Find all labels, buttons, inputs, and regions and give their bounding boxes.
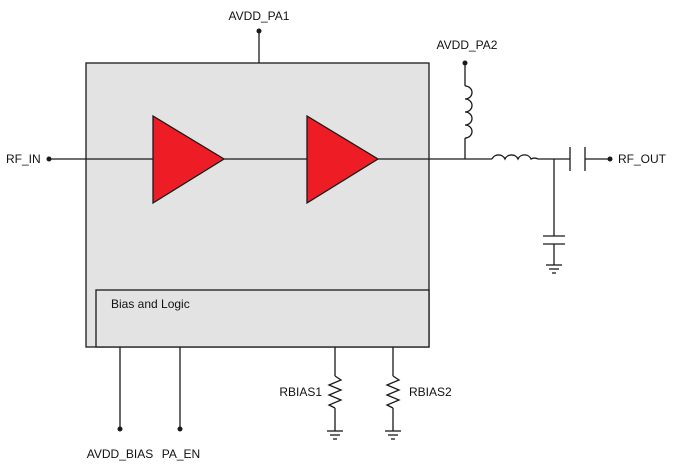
avdd-pa2-label: AVDD_PA2 (437, 38, 498, 52)
rbias1-ground-icon (327, 430, 343, 440)
rf-out-label: RF_OUT (618, 152, 667, 166)
rbias2-label: RBIAS2 (409, 385, 452, 399)
avdd-bias-label: AVDD_BIAS (87, 447, 153, 461)
rf-out-pin-dot (607, 156, 613, 162)
series-inductor (491, 154, 539, 161)
avdd-pa1-label: AVDD_PA1 (229, 9, 290, 23)
pa-en-label: PA_EN (162, 447, 200, 461)
pa-en-pin-dot (177, 426, 183, 432)
bias-logic-label: Bias and Logic (111, 297, 190, 311)
avdd-bias-pin-dot (117, 426, 123, 432)
rbias1-resistor (327, 375, 343, 409)
ground-icon (546, 264, 562, 274)
rbias1-label: RBIAS1 (279, 385, 322, 399)
avdd-pa1-pin-dot (256, 28, 262, 34)
choke-inductor (464, 85, 473, 139)
bias-logic-block (95, 289, 430, 348)
amplifier-1 (152, 114, 226, 205)
rbias2-ground-icon (385, 430, 401, 440)
rbias2-resistor (385, 375, 401, 409)
rf-in-label: RF_IN (6, 152, 41, 166)
amplifier-2 (306, 114, 380, 205)
